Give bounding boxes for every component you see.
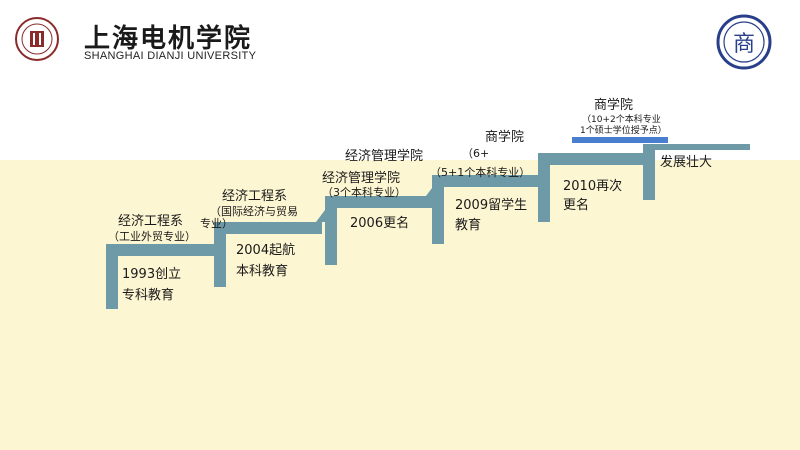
- step2-sub2: 专业）: [200, 217, 233, 230]
- step6-title: 商学院: [594, 98, 634, 113]
- top-bar: [572, 137, 668, 143]
- step5-sub: （6+: [462, 147, 490, 160]
- step3-title: 经济管理学院: [322, 171, 401, 186]
- stair-connector-2: [426, 188, 432, 196]
- stair-step-3: [325, 196, 432, 265]
- step4-title: 经济管理学院: [345, 149, 424, 164]
- step3-desc: 2006更名: [350, 216, 410, 231]
- university-logo-icon: [15, 17, 59, 61]
- content-background: [0, 160, 800, 450]
- university-name-cn: 上海电机学院: [84, 24, 253, 54]
- step4-desc: 2009留学生: [455, 198, 528, 213]
- step6-sub: （10+2个本科专业: [582, 115, 661, 125]
- step1-desc2: 专科教育: [122, 288, 175, 303]
- step1-title: 经济工程系: [118, 214, 184, 229]
- step1-sub: （工业外贸专业）: [108, 230, 196, 243]
- step6-sub2: 1个硕士学位授予点）: [580, 126, 667, 136]
- step3-sub: （3个本科专业）: [322, 186, 406, 199]
- school-badge-icon: 商: [716, 14, 772, 70]
- stair-step-6: [643, 144, 750, 200]
- stair-connector-1: [316, 210, 325, 222]
- step2-sub: （国际经济与贸易: [210, 205, 298, 218]
- stair-step-5: [538, 153, 648, 222]
- school-badge-char: 商: [733, 32, 755, 57]
- step7-desc: 发展壮大: [660, 155, 713, 170]
- step6-desc: 2010再次: [563, 179, 623, 194]
- stair-step-4: [432, 175, 540, 244]
- step4-sub: （5+1个本科专业）: [430, 166, 531, 179]
- stair-step-1: [106, 244, 216, 309]
- step2-desc2: 本科教育: [236, 264, 289, 279]
- header-area: [0, 0, 800, 160]
- step2-title: 经济工程系: [222, 189, 288, 204]
- step1-desc: 1993创立: [122, 267, 182, 282]
- stair-step-2: [214, 222, 322, 287]
- step4-desc2: 教育: [455, 218, 482, 233]
- step6-desc2: 更名: [563, 198, 590, 213]
- step5-title: 商学院: [485, 130, 525, 145]
- step2-desc: 2004起航: [236, 243, 296, 258]
- university-name-en: SHANGHAI DIANJI UNIVERSITY: [84, 50, 257, 62]
